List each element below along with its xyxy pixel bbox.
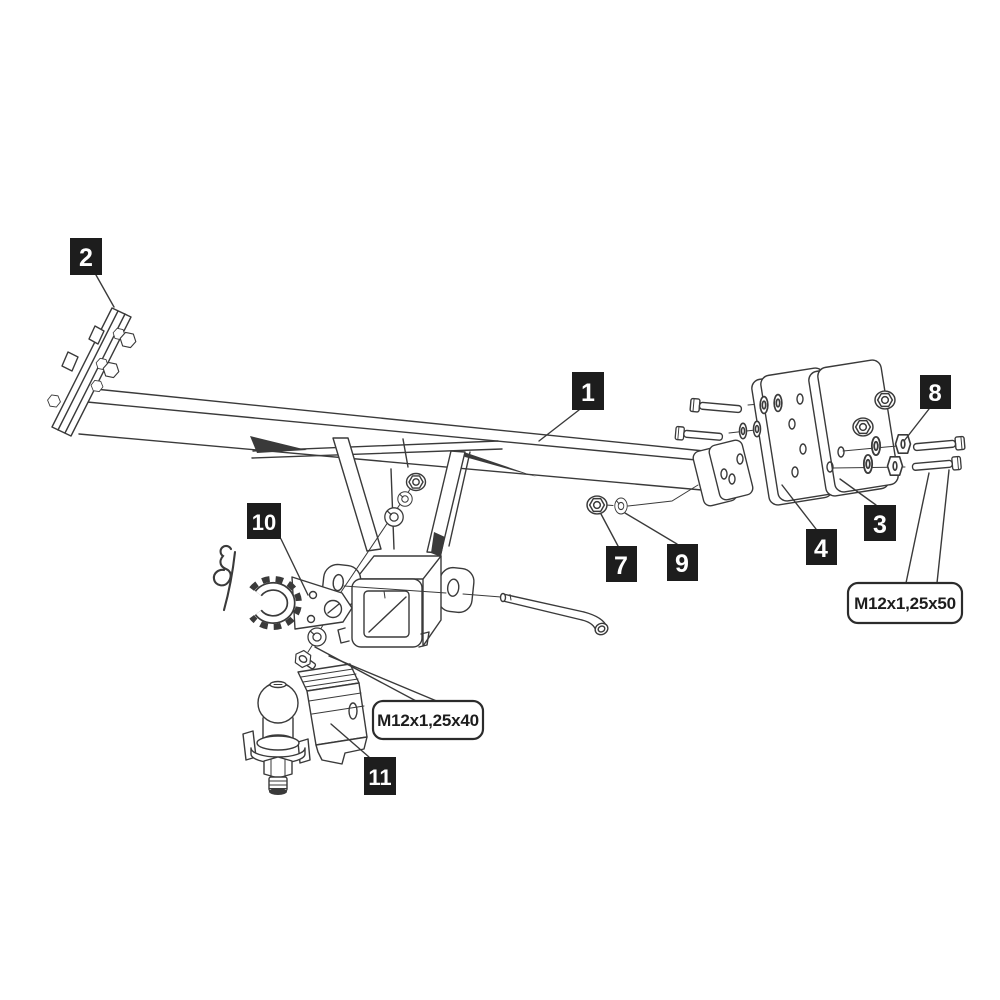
- hitch-pin: [343, 585, 609, 636]
- washer-part9: [614, 497, 628, 515]
- nut-side: [886, 455, 904, 477]
- callout-1: 1: [572, 372, 604, 410]
- nut-side: [894, 433, 912, 455]
- part-number-8: 8: [928, 380, 941, 407]
- washer-side: [752, 420, 762, 438]
- spring-washer: [397, 491, 413, 507]
- captive-flange-nut: [874, 390, 896, 410]
- ball-housing: [306, 682, 368, 746]
- support-arms: [332, 437, 471, 557]
- socket-plate: [249, 575, 353, 671]
- r-clip: [212, 544, 237, 612]
- ball-nut: [263, 756, 293, 779]
- part-number-10: 10: [252, 510, 276, 535]
- flange-nut: [405, 472, 427, 492]
- callout-4: 4: [806, 529, 837, 565]
- callout-10: 10: [247, 503, 281, 539]
- flat-washer: [384, 507, 404, 527]
- right-fitting-kit: [674, 359, 966, 507]
- part-number-9: 9: [675, 550, 689, 578]
- receiver-tube: [321, 555, 475, 648]
- washer: [307, 627, 327, 647]
- threaded-stud: [268, 776, 288, 795]
- beam-nut-washer: [586, 484, 699, 515]
- beam-end-plate: [692, 439, 754, 507]
- part-number-2: 2: [79, 244, 93, 272]
- hex-nut-part7: [586, 495, 608, 515]
- bolt-spec-40: M12x1,25x40: [377, 711, 479, 730]
- spec-callout-m12x40: M12x1,25x40: [371, 699, 485, 741]
- part-number-4: 4: [814, 535, 828, 563]
- ball-mount: [242, 663, 368, 795]
- callout-2: 2: [70, 238, 102, 275]
- socket-bolt: [291, 647, 317, 671]
- washer-part8: [870, 435, 882, 457]
- washer-side: [773, 393, 783, 413]
- part-number-11: 11: [368, 765, 391, 790]
- callout-11: 11: [364, 757, 396, 795]
- part-number-1: 1: [581, 379, 595, 407]
- bolt-spec-50: M12x1,25x50: [854, 594, 956, 613]
- washer-side: [759, 395, 769, 415]
- main-crossbeam: [78, 388, 714, 492]
- tow-ball: [250, 680, 306, 764]
- washer-part8: [862, 453, 874, 475]
- receiver-right-ear: [437, 566, 475, 614]
- callout-3: 3: [864, 505, 896, 541]
- part-number-3: 3: [873, 511, 887, 539]
- washer-side: [738, 422, 748, 440]
- leader-lines: [95, 274, 950, 758]
- part-number-7: 7: [614, 552, 628, 580]
- spec-callout-m12x50: M12x1,25x50: [846, 581, 964, 625]
- callout-9: 9: [667, 544, 698, 581]
- captive-flange-nut: [852, 417, 874, 437]
- left-end-bracket: [46, 307, 138, 437]
- gusset-plate: [250, 436, 537, 477]
- toothed-clamp-ring: [249, 575, 302, 630]
- callout-8: 8: [920, 375, 951, 409]
- callout-7: 7: [606, 546, 637, 582]
